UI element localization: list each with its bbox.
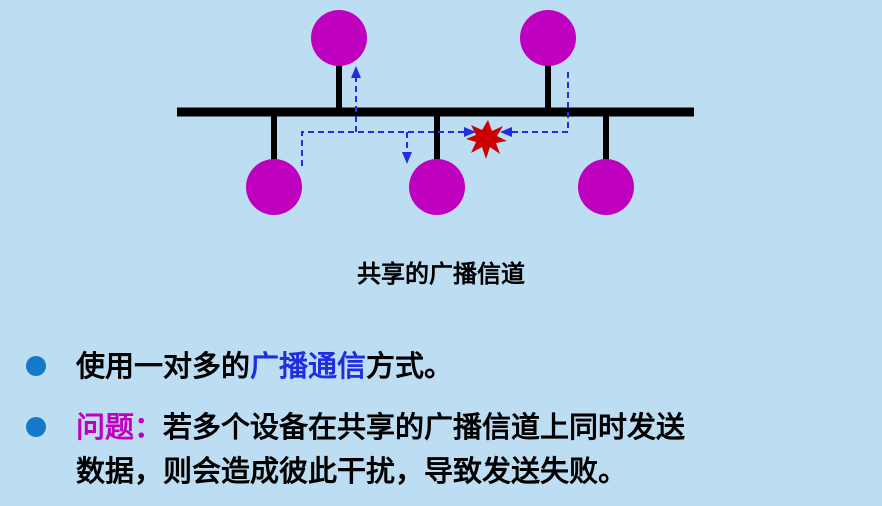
arrow-down-head xyxy=(402,152,412,164)
node-bottom-middle xyxy=(409,159,465,215)
bullet-text-1: 使用一对多的广播通信方式。 xyxy=(76,344,876,388)
node-bottom-right xyxy=(578,159,634,215)
collision-burst-icon xyxy=(466,120,507,159)
diagram-caption: 共享的广播信道 xyxy=(357,260,525,288)
signal-from-left xyxy=(301,72,470,166)
bullet-dot-icon xyxy=(26,356,46,376)
bullet-1-highlight: 广播通信 xyxy=(250,349,367,383)
bullet-1-text-before: 使用一对多的 xyxy=(76,349,251,383)
bullet-1-text-after: 方式。 xyxy=(366,349,454,383)
signal-from-right xyxy=(506,72,569,133)
arrow-right-head xyxy=(464,127,476,137)
node-top-left xyxy=(311,10,367,66)
node-bottom-left xyxy=(246,159,302,215)
bullet-2-line-1: 若多个设备在共享的广播信道上同时发送 xyxy=(163,410,686,444)
bullet-text-2: 问题：若多个设备在共享的广播信道上同时发送数据，则会造成彼此干扰，导致发送失败。 xyxy=(76,405,876,493)
node-top-right xyxy=(520,10,576,66)
broadcast-bus-diagram xyxy=(177,10,694,215)
bullet-2-label: 问题： xyxy=(76,410,164,444)
arrow-up-head xyxy=(351,66,361,78)
bullet-2-line-2: 数据，则会造成彼此干扰，导致发送失败。 xyxy=(76,454,628,488)
arrow-left-head xyxy=(500,127,512,137)
bullet-dot-icon xyxy=(26,417,46,437)
